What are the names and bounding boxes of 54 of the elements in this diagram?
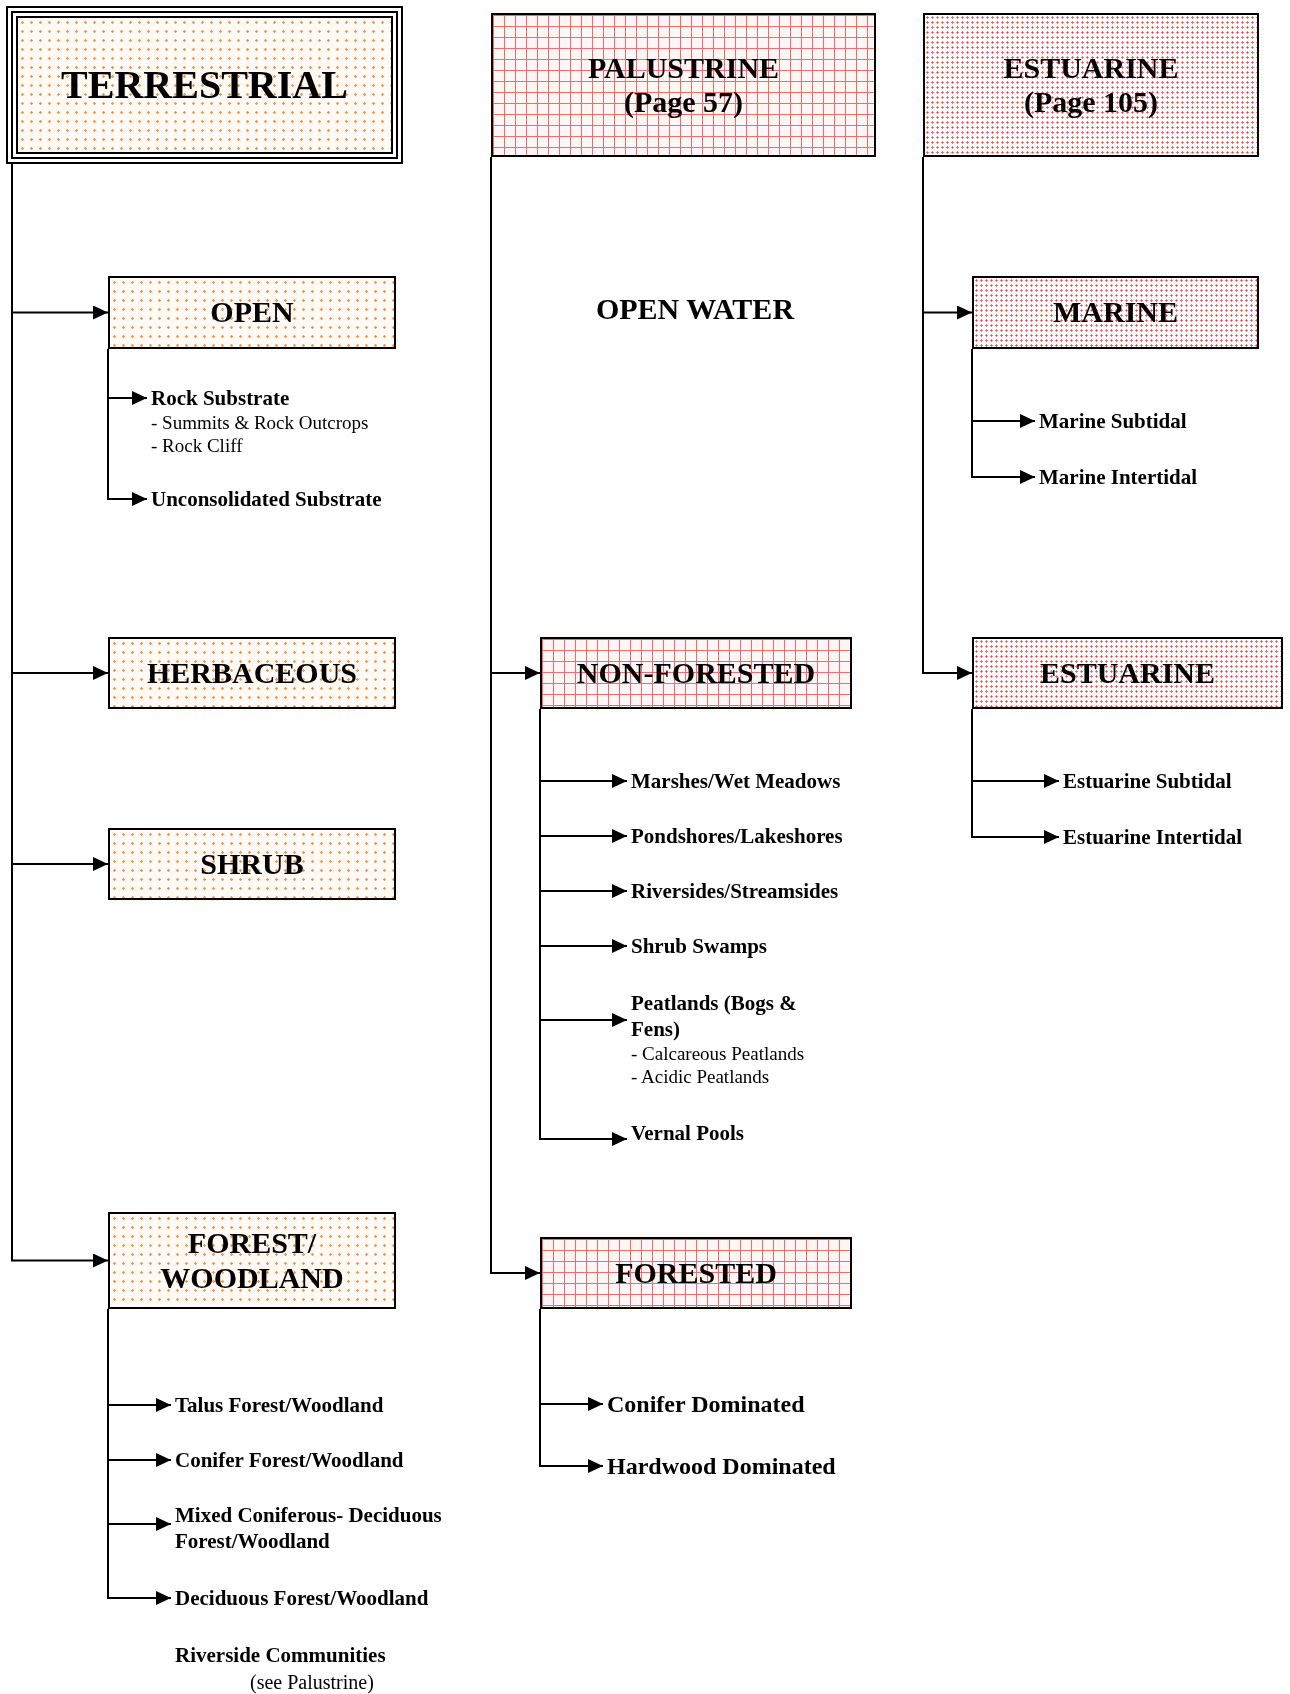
item-text: Vernal Pools <box>631 1120 744 1146</box>
item-text: Marine Intertidal <box>1039 464 1198 490</box>
arrow <box>971 708 1060 844</box>
category-title: OPEN <box>210 295 294 330</box>
item-text: Conifer Forest/Woodland <box>175 1447 404 1473</box>
category-box <box>108 1212 396 1309</box>
category-title: FORESTED <box>615 1255 777 1291</box>
item-text: Deciduous Forest/Woodland <box>175 1585 429 1611</box>
section-heading: OPEN WATER <box>594 291 796 327</box>
arrow <box>971 348 1036 484</box>
category-box <box>108 637 396 709</box>
category-box <box>6 6 403 164</box>
item-text: Unconsolidated Substrate <box>151 486 382 512</box>
category-box <box>923 13 1259 157</box>
item-text: Hardwood Dominated <box>607 1453 836 1479</box>
category-title: FOREST/ WOODLAND <box>159 1226 345 1295</box>
item-text: Estuarine Subtidal <box>1063 768 1232 794</box>
page-reference: (Page 105) <box>1023 85 1159 120</box>
item-text: Conifer Dominated <box>607 1391 805 1417</box>
item-text: Marine Subtidal <box>1039 408 1187 434</box>
category-title: ESTUARINE <box>1003 50 1179 85</box>
item-text: Talus Forest/Woodland <box>175 1392 384 1418</box>
sub-item-text: - Calcareous Peatlands <box>631 1042 806 1065</box>
category-box <box>972 637 1283 709</box>
sub-item-text: - Rock Cliff <box>151 434 244 457</box>
note-text: (see Palustrine) <box>250 1670 375 1694</box>
sub-item-text: - Acidic Peatlands <box>631 1065 771 1088</box>
sub-item-text: - Summits & Rock Outcrops <box>151 411 369 434</box>
category-box <box>972 276 1259 349</box>
category-title: PALUSTRINE <box>587 50 780 85</box>
item-text: Shrub Swamps <box>631 933 767 959</box>
category-box <box>108 276 396 349</box>
category-title: ESTUARINE <box>1039 655 1216 691</box>
category-box <box>540 637 852 709</box>
item-text: Rock Substrate <box>151 385 291 411</box>
arrow <box>107 1308 172 1605</box>
item-text: Riversides/Streamsides <box>631 878 839 904</box>
category-title: SHRUB <box>200 846 304 882</box>
category-box <box>540 1237 852 1309</box>
category-box <box>491 13 876 157</box>
item-text: Marshes/Wet Meadows <box>631 768 841 794</box>
category-box <box>108 828 396 900</box>
item-text: Peatlands (Bogs & Fens) <box>631 990 798 1042</box>
item-text: Estuarine Intertidal <box>1063 824 1243 850</box>
arrow <box>539 1308 604 1473</box>
item-text: Pondshores/Lakeshores <box>631 823 843 849</box>
arrow <box>107 348 148 506</box>
category-title: MARINE <box>1053 295 1178 330</box>
category-title: NON-FORESTED <box>576 655 816 691</box>
category-title: TERRESTRIAL <box>61 62 348 108</box>
category-title: HERBACEOUS <box>146 655 357 691</box>
item-text: Mixed Coniferous- Deciduous Forest/Woodland <box>175 1502 443 1554</box>
item-text: Riverside Communities <box>175 1642 387 1669</box>
page-reference: (Page 57) <box>623 85 744 120</box>
